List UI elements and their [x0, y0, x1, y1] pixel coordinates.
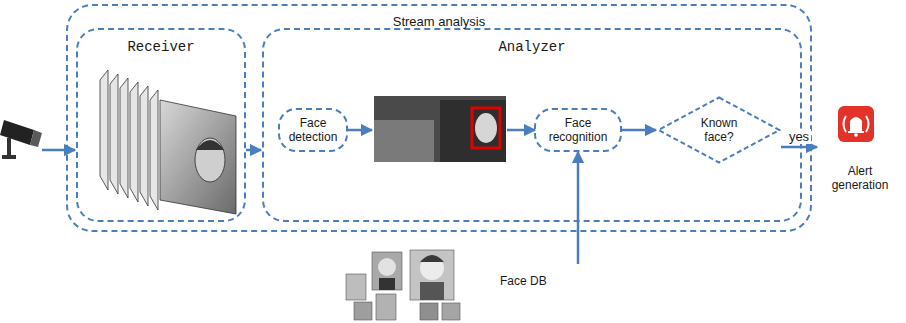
video-frame — [100, 70, 108, 190]
face-shape — [475, 113, 497, 143]
face-photo — [376, 294, 396, 320]
camera-mount — [7, 138, 11, 156]
alert-wave — [843, 116, 846, 132]
process-box: Face recognition — [534, 108, 622, 152]
alert-icon — [838, 106, 874, 142]
alert-node: Alert generation — [818, 100, 902, 194]
input-arrow — [42, 149, 75, 152]
bell-clapper — [854, 133, 858, 137]
bell-shape — [850, 117, 862, 131]
camera-body — [0, 120, 34, 145]
camera-base — [2, 155, 16, 159]
face-photos — [346, 250, 460, 320]
flow-arrow — [347, 129, 372, 132]
face-photo — [420, 303, 438, 320]
flow-arrow — [507, 129, 535, 132]
face-shape — [420, 256, 444, 280]
bell-base — [848, 131, 864, 133]
hair-shape — [196, 140, 224, 150]
frame-stack — [100, 70, 236, 214]
node-label: Receiver — [127, 39, 194, 55]
node-label: Stream analysis — [393, 14, 485, 29]
edge-label: yes — [787, 129, 811, 144]
face-shape — [195, 138, 225, 182]
video-frame-front — [160, 100, 236, 214]
face-photo — [410, 250, 454, 300]
shirt-shape — [420, 282, 444, 300]
camera-icon — [0, 120, 42, 159]
detection-thumbnail — [374, 96, 506, 162]
decision-diamond: Known face? — [657, 96, 781, 164]
video-frame — [150, 90, 158, 210]
node-label: Face detection — [286, 116, 340, 144]
face-photo — [442, 303, 460, 320]
face-photo — [354, 302, 372, 320]
hair-shape — [420, 255, 444, 262]
alert-wave — [866, 116, 869, 132]
node-label: Alert generation — [825, 164, 895, 192]
video-frame — [110, 74, 118, 194]
diamond-shape — [659, 98, 780, 163]
receiver-boundary: Receiver — [76, 28, 246, 222]
node-label: Face DB — [500, 274, 547, 288]
analyzer-boundary: Face detection Face recognition Known face… — [262, 28, 802, 222]
face-shape — [378, 258, 396, 276]
face-photo — [346, 274, 366, 300]
camera-lens — [30, 130, 42, 147]
video-frame — [120, 78, 128, 198]
video-frame — [140, 86, 148, 206]
flow-arrow — [246, 149, 261, 152]
node-label: Face recognition — [542, 116, 614, 144]
stream-analysis-boundary: ReceiverFace detection Face recognition Kn… — [66, 4, 812, 232]
shirt-shape — [379, 278, 395, 290]
flow-arrow — [622, 129, 656, 132]
database-node: Face DB — [498, 264, 618, 298]
thumbnail-region — [440, 100, 506, 162]
video-frame — [130, 82, 138, 202]
node-label: Analyzer — [498, 39, 565, 55]
node-label: Known face? — [689, 116, 749, 144]
thumbnail-region — [374, 120, 434, 162]
face-photo — [372, 252, 402, 290]
flow-arrow — [577, 152, 580, 264]
process-box: Face detection — [278, 108, 348, 152]
detection-box — [472, 108, 500, 148]
thumbnail-background — [374, 96, 506, 162]
alert-background — [838, 106, 874, 142]
